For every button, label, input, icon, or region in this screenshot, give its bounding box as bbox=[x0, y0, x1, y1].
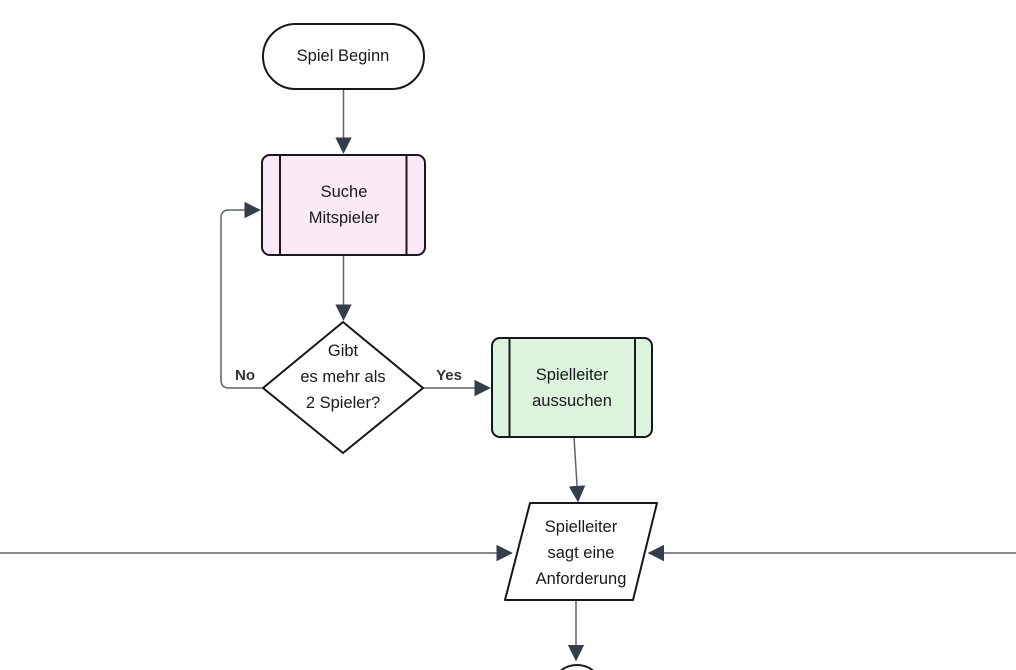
node-suche-subroutine bbox=[261, 154, 426, 256]
node-end-circle bbox=[560, 664, 594, 670]
node-decision-diamond bbox=[262, 321, 424, 454]
edge-decision-no-loop bbox=[220, 201, 263, 389]
node-spielleiter-subroutine bbox=[491, 337, 653, 438]
node-start-stadium bbox=[262, 23, 425, 90]
node-anforderung-parallelogram bbox=[504, 502, 658, 601]
edge-spielleiter-to-anforderung bbox=[568, 436, 586, 503]
